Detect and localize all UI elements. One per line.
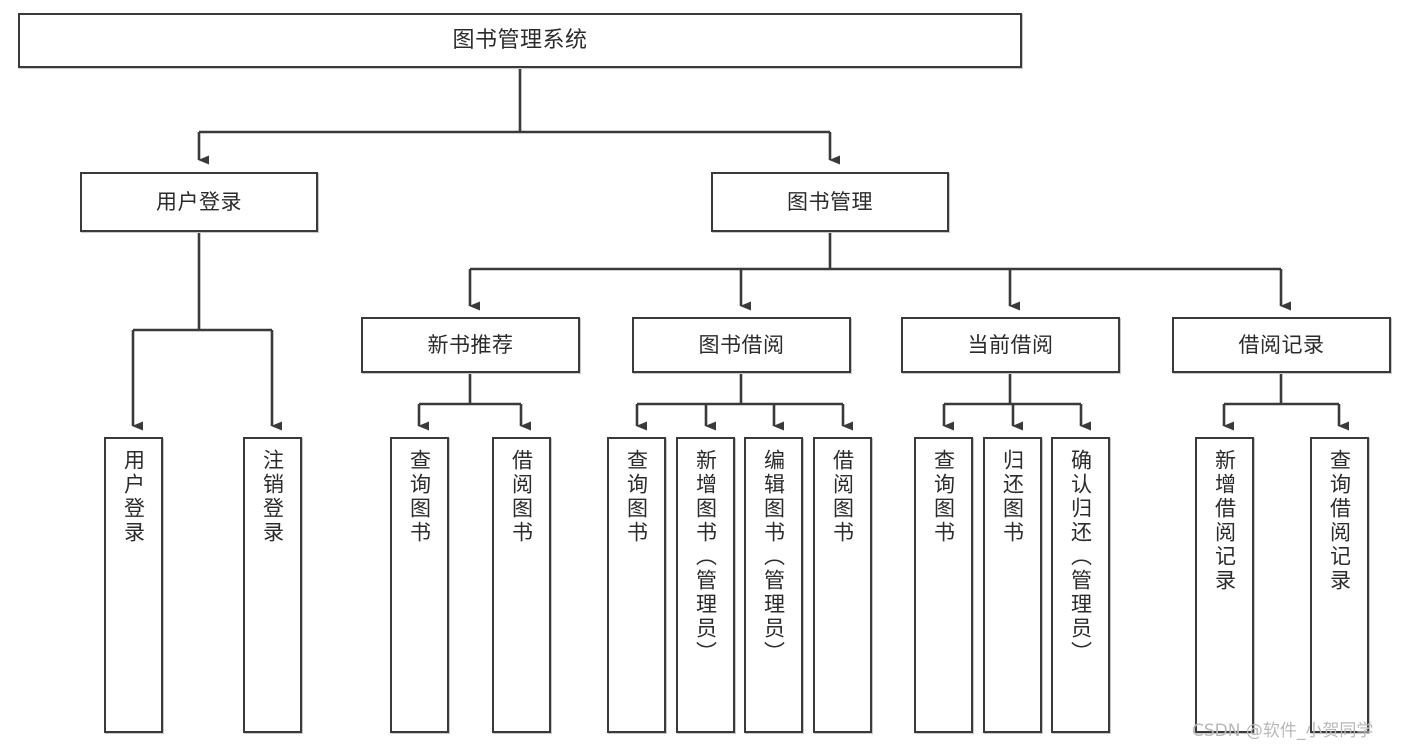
node-book-management[interactable]: 图书管理 (711, 172, 949, 232)
node-user-login[interactable]: 用户登录 (80, 172, 318, 232)
node-leaf-user-login-label: 用户登录 (121, 449, 146, 545)
node-new-book-recommend-label: 新书推荐 (427, 332, 514, 357)
node-leaf-confirm-return-label: 确认归还（管理员） (1068, 449, 1093, 665)
node-leaf-confirm-return[interactable]: 确认归还（管理员） (1051, 437, 1110, 733)
node-leaf-query-book-2[interactable]: 查询图书 (607, 437, 666, 733)
node-book-management-label: 图书管理 (787, 189, 873, 214)
node-leaf-borrow-book-2-label: 借阅图书 (830, 449, 855, 545)
node-leaf-return-book[interactable]: 归还图书 (983, 437, 1042, 733)
node-user-login-label: 用户登录 (156, 189, 242, 214)
node-leaf-borrow-book-2[interactable]: 借阅图书 (813, 437, 872, 733)
node-leaf-query-book-3[interactable]: 查询图书 (914, 437, 973, 733)
node-borrow-record-label: 借阅记录 (1238, 332, 1325, 357)
node-book-borrow-label: 图书借阅 (698, 332, 785, 357)
node-leaf-add-record[interactable]: 新增借阅记录 (1195, 437, 1254, 733)
node-leaf-query-record[interactable]: 查询借阅记录 (1310, 437, 1369, 733)
node-leaf-edit-book[interactable]: 编辑图书（管理员） (744, 437, 803, 733)
node-leaf-query-book-1-label: 查询图书 (407, 449, 432, 545)
node-leaf-query-record-label: 查询借阅记录 (1327, 449, 1352, 593)
node-leaf-borrow-book-1-label: 借阅图书 (509, 449, 534, 545)
node-leaf-return-book-label: 归还图书 (1000, 449, 1025, 545)
node-book-borrow[interactable]: 图书借阅 (632, 317, 851, 373)
node-leaf-query-book-3-label: 查询图书 (931, 449, 956, 545)
node-borrow-record[interactable]: 借阅记录 (1172, 317, 1391, 373)
node-leaf-logout-login-label: 注销登录 (260, 449, 285, 545)
node-leaf-edit-book-label: 编辑图书（管理员） (761, 449, 786, 665)
node-current-borrow[interactable]: 当前借阅 (901, 317, 1120, 373)
node-leaf-user-login[interactable]: 用户登录 (104, 437, 163, 733)
node-leaf-add-book[interactable]: 新增图书（管理员） (676, 437, 735, 733)
csdn-watermark: CSDN @软件_小贺同学 (1192, 721, 1374, 741)
node-root[interactable]: 图书管理系统 (18, 13, 1022, 68)
node-leaf-add-book-label: 新增图书（管理员） (693, 449, 718, 665)
node-leaf-add-record-label: 新增借阅记录 (1212, 449, 1237, 593)
node-current-borrow-label: 当前借阅 (967, 332, 1054, 357)
node-leaf-logout-login[interactable]: 注销登录 (243, 437, 302, 733)
node-leaf-query-book-1[interactable]: 查询图书 (390, 437, 449, 733)
node-new-book-recommend[interactable]: 新书推荐 (361, 317, 580, 373)
node-leaf-borrow-book-1[interactable]: 借阅图书 (492, 437, 551, 733)
node-root-label: 图书管理系统 (452, 27, 588, 53)
node-leaf-query-book-2-label: 查询图书 (624, 449, 649, 545)
